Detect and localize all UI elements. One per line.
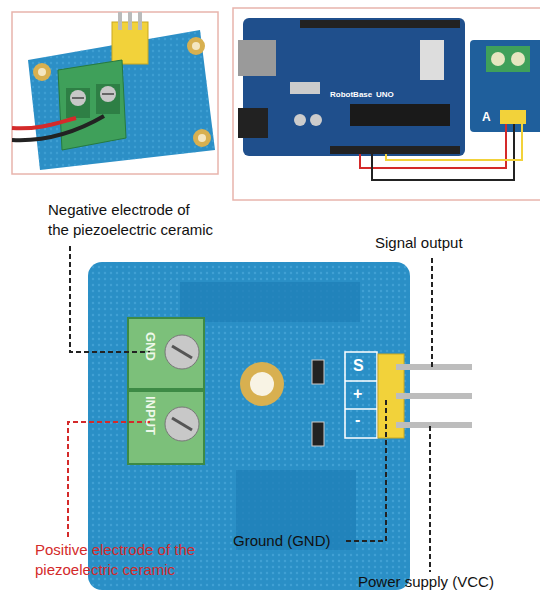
- pin-header: [345, 352, 472, 438]
- leader-lines: [68, 246, 432, 572]
- pin-label: +: [353, 384, 362, 405]
- module-mark: A: [482, 110, 491, 126]
- terminal-block: [128, 318, 204, 464]
- callout-text: Signal output: [375, 233, 463, 253]
- callout-text: Negative electrode of the piezoelectric …: [48, 200, 238, 239]
- callout-text: Ground (GND): [233, 531, 331, 551]
- callout-text: Power supply (VCC): [358, 572, 494, 592]
- pin-label: -: [355, 410, 360, 431]
- callout-text: Positive electrode of the piezoelectric …: [35, 540, 225, 579]
- terminal-label: GND: [144, 332, 157, 361]
- board-model: UNO: [376, 90, 394, 100]
- wiring-illustration: [233, 8, 540, 200]
- pin-label: S: [353, 356, 364, 377]
- module-photo: [12, 12, 218, 174]
- sensor-board: [88, 262, 410, 590]
- terminal-label: INPUT: [144, 396, 157, 435]
- board-brand: RobotBase: [330, 90, 372, 100]
